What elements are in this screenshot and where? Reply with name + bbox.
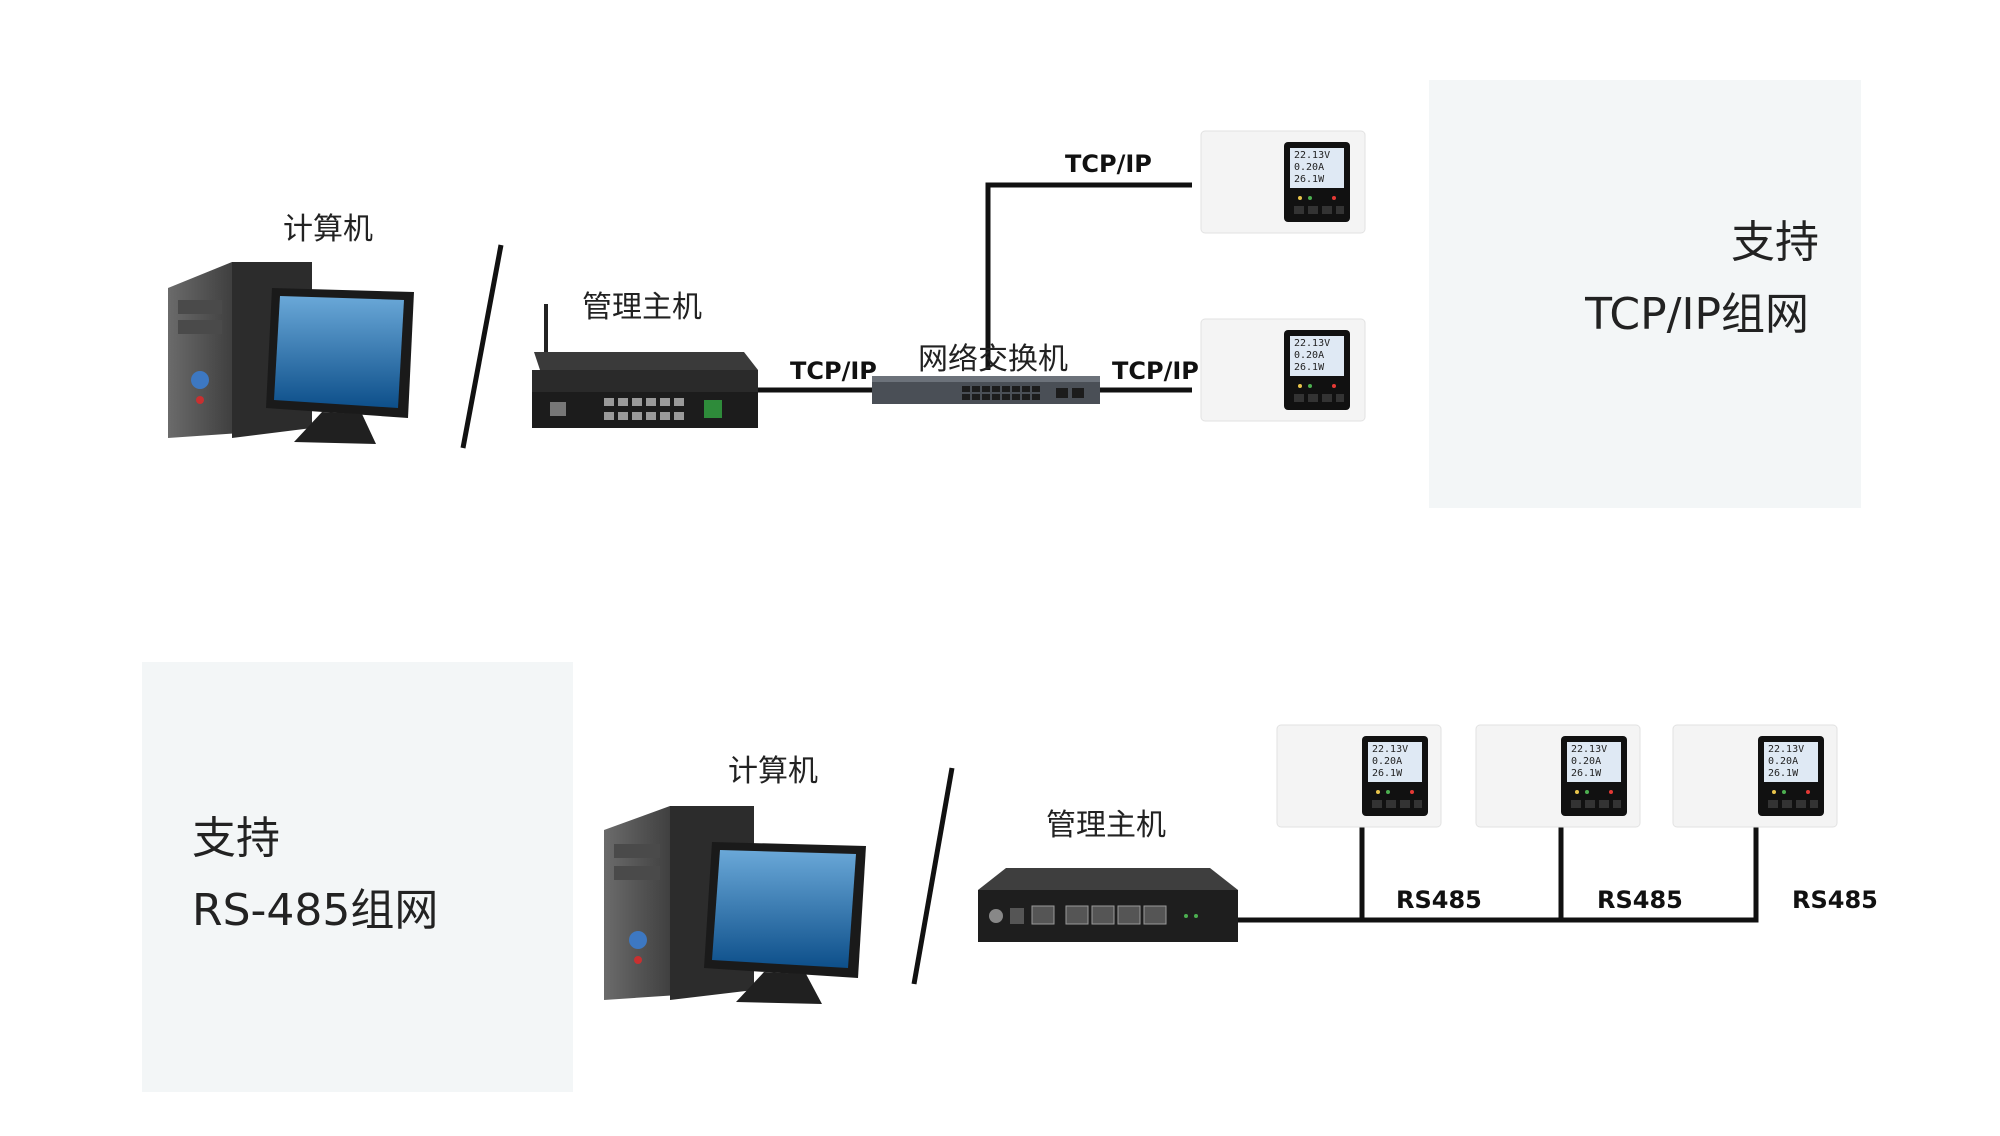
screen-row2-unit: A: [1318, 162, 1325, 173]
screen-row1-unit: V: [1324, 150, 1331, 161]
bottom-device-1: 22.13V 0.20A 26.1W: [1276, 724, 1442, 828]
bottom-device-3: 22.13V 0.20A 26.1W: [1672, 724, 1838, 828]
computer-icon: [168, 262, 414, 444]
bottom-separator-slash: [911, 767, 955, 985]
top-panel-line2: TCP/IP组网: [1585, 289, 1809, 340]
bottom-wire-bus: [1232, 822, 1759, 923]
meter-device-icon: [1475, 724, 1641, 828]
screen-row3: 26.1: [1294, 362, 1319, 373]
screen-row3: 26.1: [1768, 768, 1793, 779]
screen-row2: 0.20: [1372, 756, 1397, 767]
bottom-panel-line2: RS-485组网: [192, 885, 439, 936]
screen-row3: 26.1: [1571, 768, 1596, 779]
bottom-host-label: 管理主机: [1046, 808, 1166, 843]
bottom-link-1-label: RS485: [1396, 886, 1482, 914]
top-wire-switch-upper: [985, 182, 1192, 370]
bottom-computer-label: 计算机: [728, 754, 818, 789]
meter-device-icon: [1200, 130, 1366, 234]
bottom-link-3-label: RS485: [1792, 886, 1878, 914]
screen-row3-unit: W: [1792, 768, 1799, 779]
screen-row1-unit: V: [1324, 338, 1331, 349]
meter-device-icon: [1672, 724, 1838, 828]
bottom-device-2: 22.13V 0.20A 26.1W: [1475, 724, 1641, 828]
screen-row2-unit: A: [1595, 756, 1602, 767]
bottom-info-panel: 支持 RS-485组网: [142, 662, 573, 1092]
screen-row1: 22.13: [1294, 150, 1325, 161]
screen-row3-unit: W: [1318, 362, 1325, 373]
screen-row1: 22.13: [1372, 744, 1403, 755]
screen-row3-unit: W: [1318, 174, 1325, 185]
screen-row2: 0.20: [1294, 350, 1319, 361]
bottom-link-2-label: RS485: [1597, 886, 1683, 914]
meter-device-icon: [1200, 318, 1366, 422]
computer-icon: [604, 806, 866, 1004]
top-device-upper: 22.13V 0.20A 26.1W: [1200, 130, 1366, 234]
network-switch-icon: [872, 376, 1100, 404]
screen-row2-unit: A: [1396, 756, 1403, 767]
screen-row1-unit: V: [1798, 744, 1805, 755]
screen-row1: 22.13: [1571, 744, 1602, 755]
screen-row1: 22.13: [1294, 338, 1325, 349]
top-link-host-switch-label: TCP/IP: [790, 357, 877, 385]
screen-row3-unit: W: [1396, 768, 1403, 779]
screen-row2: 0.20: [1294, 162, 1319, 173]
top-separator-slash: [460, 244, 504, 449]
screen-row2: 0.20: [1571, 756, 1596, 767]
top-computer-label: 计算机: [283, 212, 373, 247]
screen-row3: 26.1: [1372, 768, 1397, 779]
top-device-lower: 22.13V 0.20A 26.1W: [1200, 318, 1366, 422]
top-switch-label: 网络交换机: [918, 342, 1068, 377]
screen-row2: 0.20: [1768, 756, 1793, 767]
screen-row2-unit: A: [1318, 350, 1325, 361]
screen-row1-unit: V: [1402, 744, 1409, 755]
top-info-panel: 支持 TCP/IP组网: [1429, 80, 1861, 508]
bottom-panel-line1: 支持: [192, 813, 280, 864]
screen-row1: 22.13: [1768, 744, 1799, 755]
screen-row2-unit: A: [1792, 756, 1799, 767]
screen-row1-unit: V: [1601, 744, 1608, 755]
top-link-upper-label: TCP/IP: [1065, 150, 1152, 178]
top-host-label: 管理主机: [582, 290, 702, 325]
screen-row3-unit: W: [1595, 768, 1602, 779]
top-panel-line1: 支持: [1731, 217, 1819, 268]
management-host-icon: [532, 304, 758, 428]
screen-row3: 26.1: [1294, 174, 1319, 185]
top-link-lower-label: TCP/IP: [1112, 357, 1199, 385]
management-host-icon: [978, 868, 1238, 942]
meter-device-icon: [1276, 724, 1442, 828]
